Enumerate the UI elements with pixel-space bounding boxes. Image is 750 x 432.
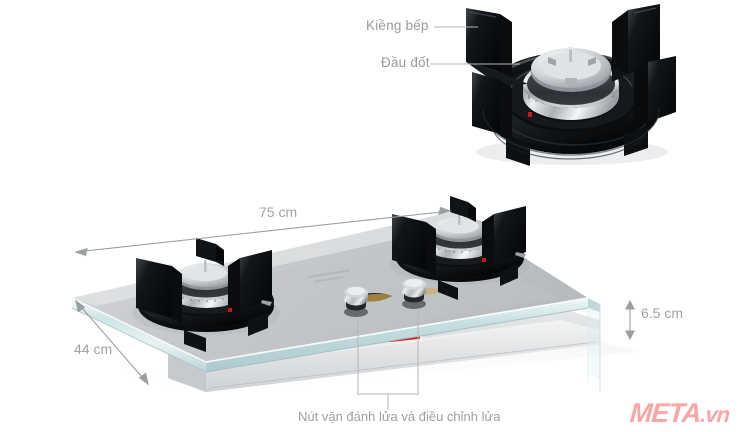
ignition-knob-left[interactable] [344, 286, 368, 318]
dimension-arrows [74, 206, 635, 386]
dimension-label-depth: 44 cm [74, 341, 113, 357]
control-knobs[interactable] [344, 278, 426, 318]
knob-caption: Nút vặn đánh lửa và điều chỉnh lửa [298, 409, 501, 424]
callout-label-kieng-bep: Kiềng bếp [366, 18, 429, 33]
glass-branding-print [308, 269, 350, 283]
burner-detail-group [466, 4, 676, 166]
dimension-arrow-depth [75, 299, 149, 386]
glass-edge-left [72, 298, 206, 372]
ignition-knob-right[interactable] [402, 278, 426, 310]
burner-head-cap [531, 46, 611, 92]
detail-leader-lines [430, 26, 520, 65]
meta-vn-watermark: META.vn [629, 398, 730, 429]
knob-caption-bracket [357, 308, 419, 410]
dimension-arrow-height [625, 299, 635, 341]
watermark-tld: .vn [699, 402, 731, 427]
glass-edge-front [206, 298, 588, 372]
callout-label-dau-dot: Đầu đốt [381, 55, 430, 70]
dimension-label-height: 6.5 cm [641, 305, 684, 321]
cooktop-group [71, 196, 640, 396]
dimension-label-width: 75 cm [259, 204, 298, 220]
watermark-brand: META [628, 398, 702, 428]
burner-right [390, 196, 530, 300]
pan-support-grate [466, 4, 676, 166]
burner-left [132, 238, 280, 352]
dimension-arrow-width [74, 206, 452, 257]
